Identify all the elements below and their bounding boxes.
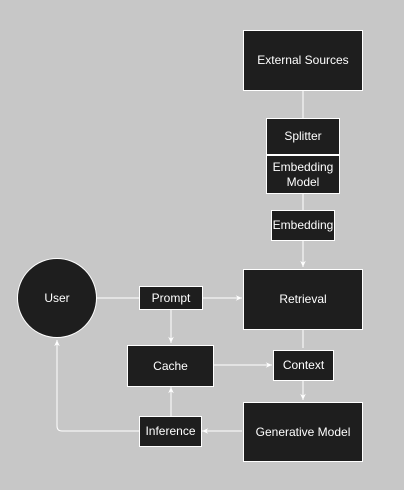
node-embedding-model: Embedding Model — [266, 155, 340, 194]
node-splitter: Splitter — [266, 118, 340, 155]
node-embedding-model-label: Embedding Model — [272, 159, 334, 189]
node-context-label: Context — [282, 358, 325, 372]
node-cache: Cache — [127, 345, 214, 387]
node-splitter-label: Splitter — [284, 129, 322, 143]
node-embedding: Embedding — [271, 210, 335, 241]
node-external-sources-label: External Sources — [257, 53, 349, 67]
node-inference-label: Inference — [145, 424, 196, 438]
node-context: Context — [273, 350, 334, 381]
edge-inference-to-user — [54, 340, 139, 432]
node-user-label: User — [44, 290, 70, 305]
node-external-sources: External Sources — [243, 30, 363, 91]
node-inference: Inference — [139, 416, 202, 447]
node-retrieval-label: Retrieval — [279, 292, 327, 306]
node-cache-label: Cache — [153, 358, 188, 373]
node-prompt-label: Prompt — [151, 290, 191, 305]
node-generative-model-label: Generative Model — [255, 424, 351, 439]
node-prompt: Prompt — [139, 286, 203, 310]
node-generative-model: Generative Model — [243, 402, 363, 462]
node-user: User — [17, 258, 97, 338]
node-embedding-label: Embedding — [272, 218, 334, 232]
node-retrieval: Retrieval — [243, 269, 363, 330]
